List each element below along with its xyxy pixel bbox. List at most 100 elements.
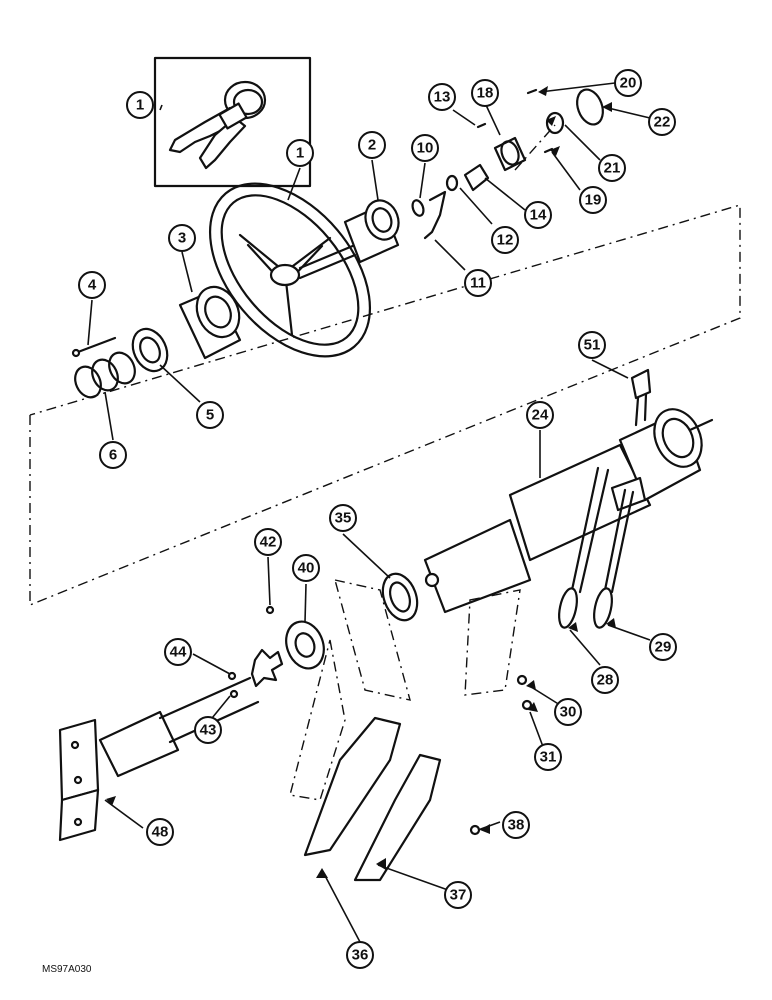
callout-label: 28 — [597, 672, 614, 689]
callout-circle — [526, 401, 554, 429]
callout-circle — [346, 941, 374, 969]
mounting-plate-phantom — [289, 579, 521, 801]
callout-circle — [502, 811, 530, 839]
callout-6: 6 — [99, 441, 127, 469]
callout-label: 11 — [470, 275, 486, 292]
callout-circle — [254, 528, 282, 556]
callout-36: 36 — [346, 941, 374, 969]
lower-brackets — [303, 716, 481, 882]
callout-circle — [598, 154, 626, 182]
callout-label: 1 — [296, 145, 304, 162]
callout-20: 20 — [614, 69, 642, 97]
drawing-code: MS97A030 — [42, 964, 92, 975]
callout-label: 10 — [417, 140, 434, 157]
callout-circle — [358, 131, 386, 159]
callout-circle — [286, 139, 314, 167]
callout-circle — [194, 716, 222, 744]
callout-13: 13 — [428, 83, 456, 111]
callout-label: 29 — [655, 639, 672, 656]
callout-label: 14 — [530, 207, 547, 224]
callout-label: 35 — [335, 510, 352, 527]
callout-label: 44 — [170, 644, 187, 661]
callout-30: 30 — [554, 698, 582, 726]
callout-19: 19 — [579, 186, 607, 214]
horn-cup — [178, 285, 242, 360]
callout-2: 2 — [358, 131, 386, 159]
callout-label: 19 — [585, 192, 602, 209]
callout-label: 5 — [206, 407, 214, 424]
callout-40: 40 — [292, 554, 320, 582]
callout-circle — [411, 134, 439, 162]
callout-50: 1 — [126, 91, 154, 119]
callout-44: 44 — [164, 638, 192, 666]
callout-21: 21 — [598, 154, 626, 182]
callout-10: 10 — [411, 134, 439, 162]
ignition-switch — [630, 368, 652, 427]
callout-circle — [168, 224, 196, 252]
callout-label: 6 — [109, 447, 117, 464]
callouts: 1 — [126, 91, 154, 119]
coil-spring — [74, 351, 136, 399]
callout-label: 3 — [178, 230, 186, 247]
callout-label: 43 — [200, 722, 217, 739]
callout-label: 36 — [352, 947, 369, 964]
callout-35: 35 — [329, 504, 357, 532]
callout-circle — [579, 186, 607, 214]
callout-label: 48 — [152, 824, 169, 841]
phantom-lines — [29, 124, 741, 607]
screw-4 — [71, 336, 117, 358]
callout-48: 48 — [146, 818, 174, 846]
steering-wheel — [208, 182, 372, 358]
callout-1: 1 — [286, 139, 314, 167]
callout-37: 37 — [444, 881, 472, 909]
callout-circle — [524, 201, 552, 229]
callout-label: 31 — [540, 749, 557, 766]
upper-shaft — [298, 243, 357, 280]
callout-28: 28 — [591, 666, 619, 694]
callout-42: 42 — [254, 528, 282, 556]
key-inset — [153, 56, 312, 188]
callout-label: 2 — [368, 137, 376, 154]
lower-shaft — [58, 671, 260, 842]
callout-circle — [164, 638, 192, 666]
callout-12: 12 — [491, 226, 519, 254]
callout-circle — [471, 79, 499, 107]
callout-label: 40 — [298, 560, 315, 577]
callout-circle — [464, 269, 492, 297]
callout-circle — [648, 108, 676, 136]
callout-38: 38 — [502, 811, 530, 839]
small-screws — [516, 674, 533, 711]
steering-column — [423, 408, 714, 614]
callout-label: 18 — [477, 85, 494, 102]
callout-circle — [591, 666, 619, 694]
callout-11: 11 — [464, 269, 492, 297]
turn-signal-parts — [411, 88, 604, 240]
callout-circle — [534, 743, 562, 771]
callout-label: 37 — [450, 887, 467, 904]
callout-label: 24 — [532, 407, 549, 424]
callout-14: 14 — [524, 201, 552, 229]
bearing — [381, 572, 419, 622]
callout-label: 22 — [654, 114, 671, 131]
arrowheads — [106, 86, 616, 878]
callout-label: 12 — [497, 232, 514, 249]
callout-circle — [444, 881, 472, 909]
callout-label: 20 — [620, 75, 637, 92]
control-levers — [558, 466, 635, 629]
callout-label: 1 — [136, 97, 144, 114]
callout-circle — [428, 83, 456, 111]
callout-label: 4 — [88, 277, 97, 294]
callout-circle — [196, 401, 224, 429]
callout-43: 43 — [194, 716, 222, 744]
callout-4: 4 — [78, 271, 106, 299]
leader-lines — [87, 82, 651, 943]
callout-circle — [146, 818, 174, 846]
callout-24: 24 — [526, 401, 554, 429]
flange-40 — [250, 605, 325, 688]
callout-label: 42 — [260, 534, 277, 551]
callout-5: 5 — [196, 401, 224, 429]
callout-circle — [292, 554, 320, 582]
callout-circle — [554, 698, 582, 726]
